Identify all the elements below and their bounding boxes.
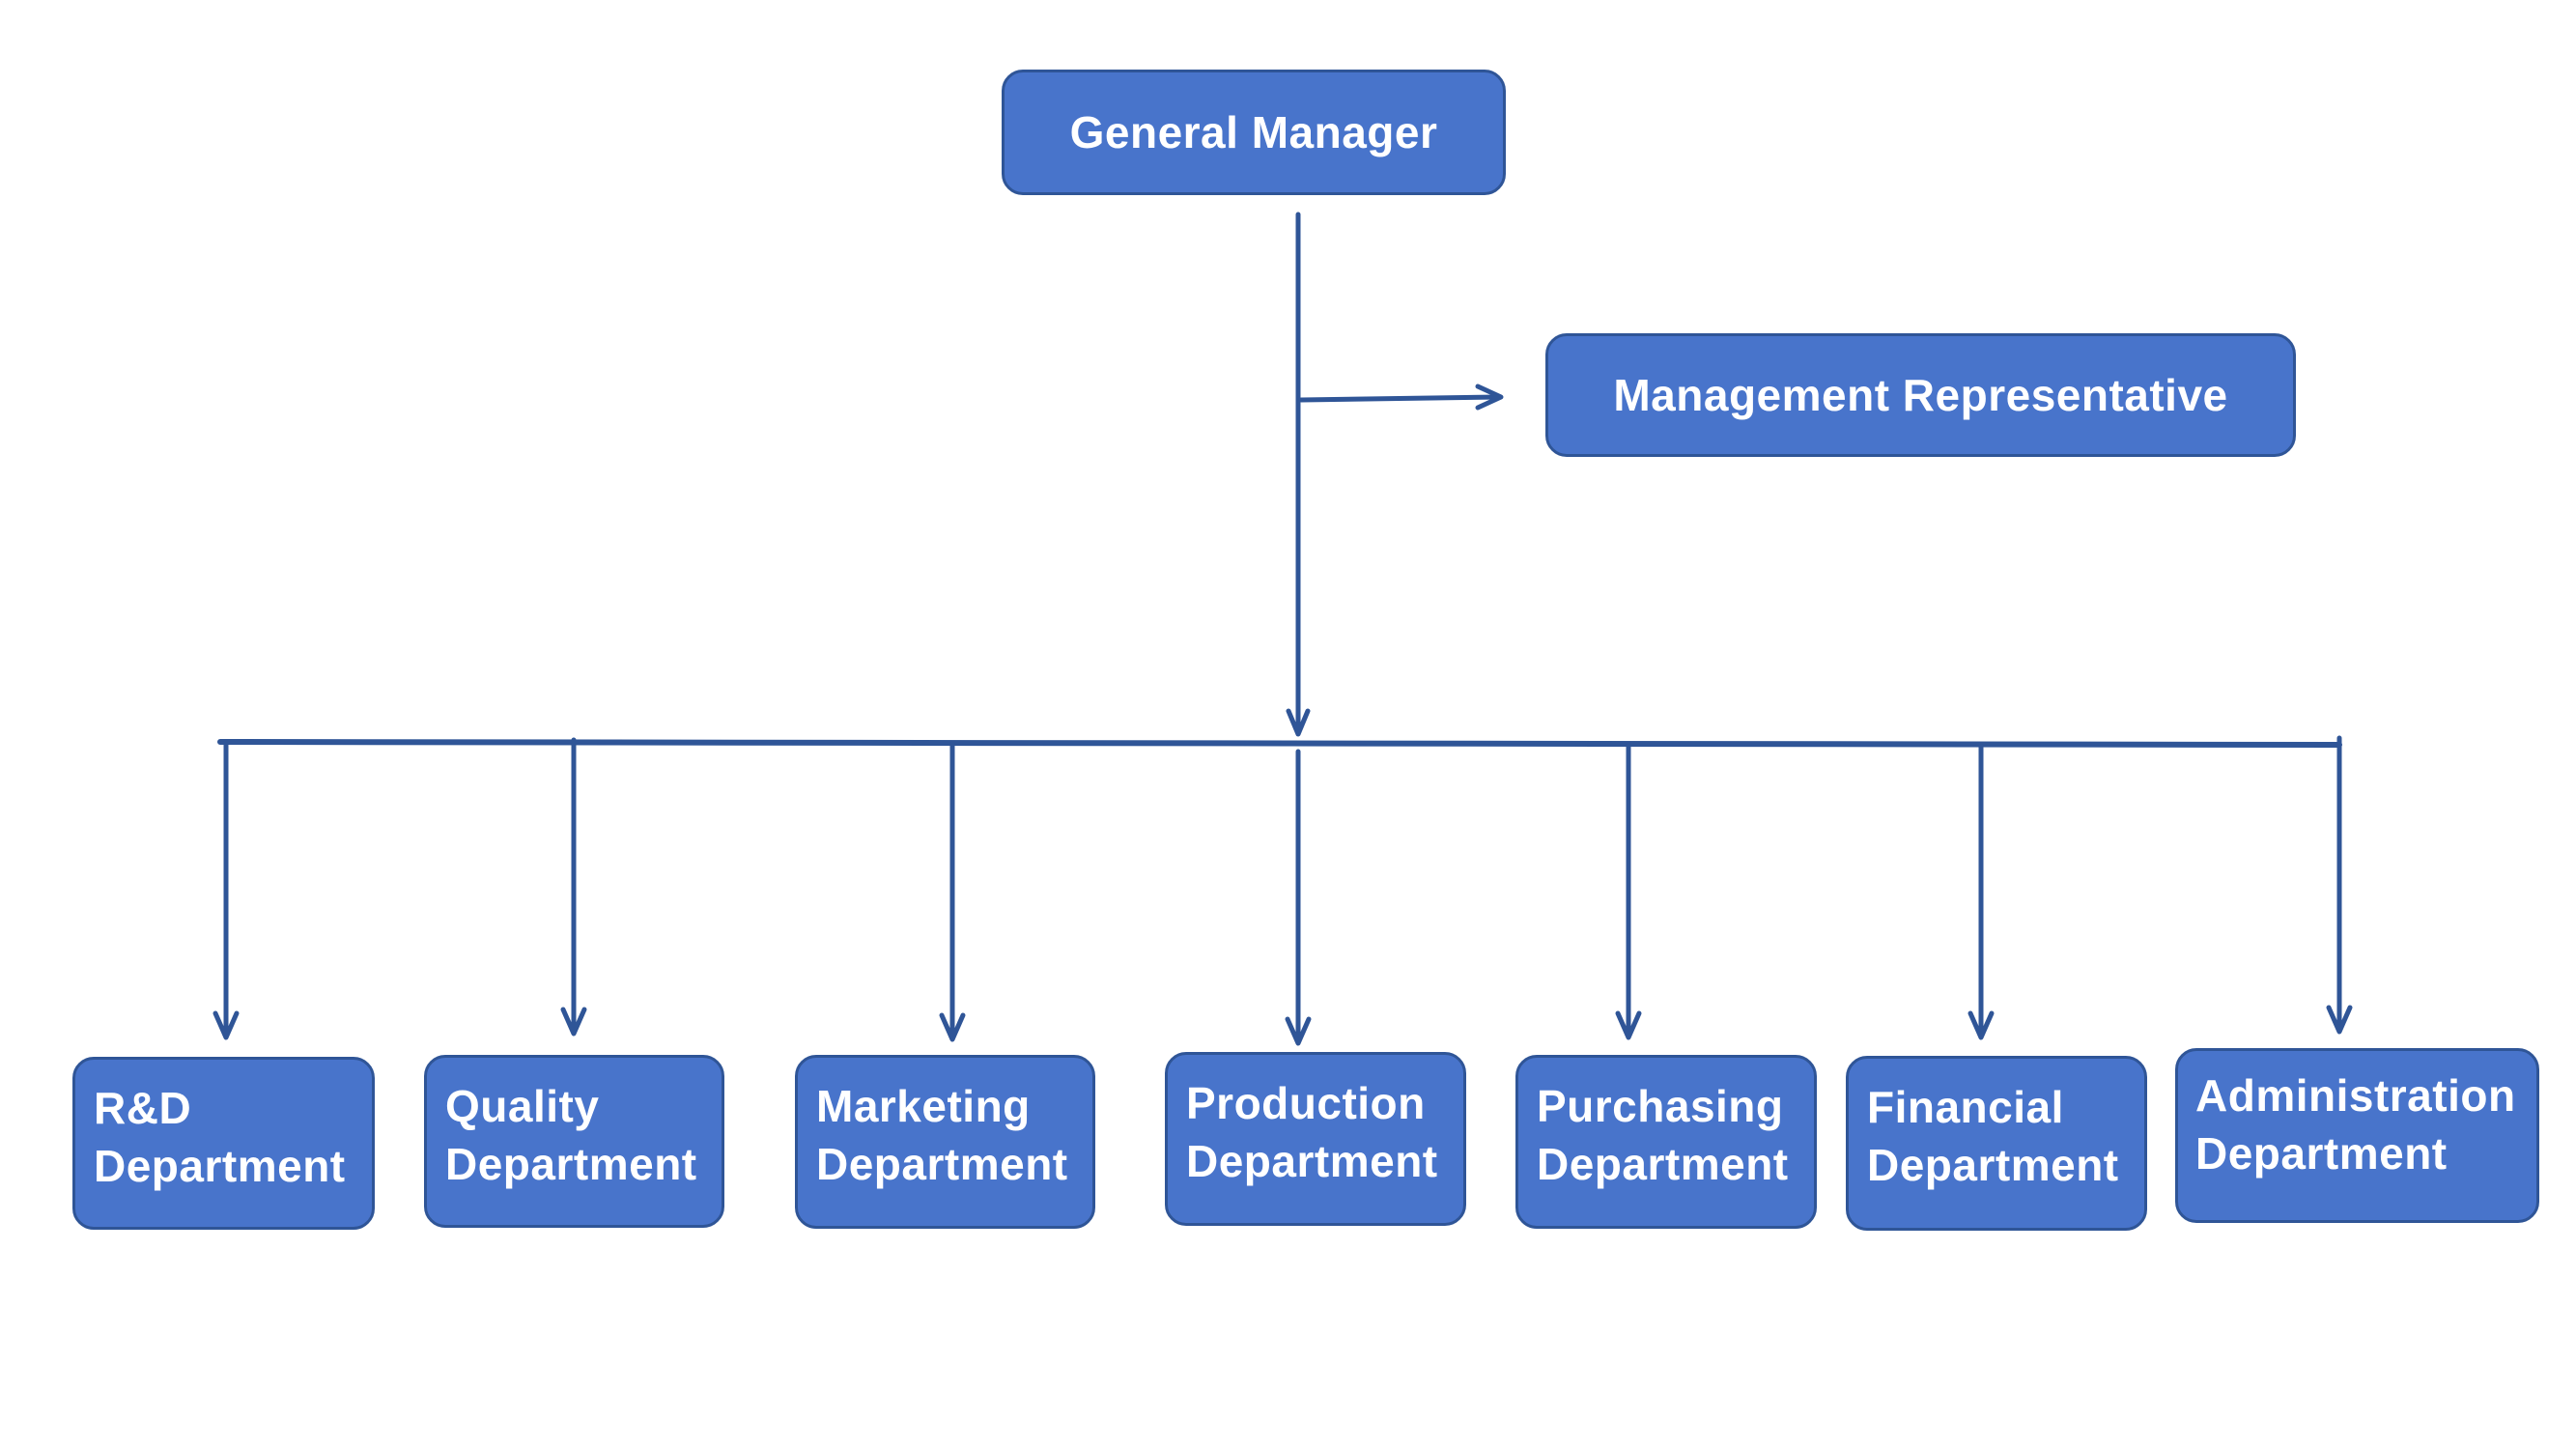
administration-department-node: Administration Department bbox=[2175, 1048, 2539, 1223]
department-bus-line bbox=[217, 739, 2342, 748]
department-label-line1: Quality bbox=[445, 1081, 600, 1131]
branch-arrowhead-production bbox=[1285, 1016, 1312, 1046]
branch-arrowhead-marketing bbox=[939, 1012, 966, 1042]
department-label-line1: Administration bbox=[2195, 1070, 2516, 1121]
purchasing-department-node: Purchasing Department bbox=[1515, 1055, 1817, 1229]
staff-branch-arrowhead bbox=[1475, 384, 1504, 411]
branch-arrowhead-financial bbox=[1967, 1010, 1995, 1040]
general-manager-label: General Manager bbox=[1069, 107, 1438, 157]
department-label-line1: Marketing bbox=[816, 1081, 1031, 1131]
branch-arrowhead-quality bbox=[560, 1007, 587, 1037]
branch-arrowhead-rd bbox=[212, 1010, 240, 1040]
trunk-arrowhead bbox=[1286, 708, 1311, 737]
department-label-line1: Production bbox=[1186, 1078, 1426, 1128]
financial-department-node: Financial Department bbox=[1846, 1056, 2147, 1231]
branch-arrowhead-purchasing bbox=[1615, 1010, 1642, 1040]
department-label-line2: Department bbox=[816, 1139, 1068, 1189]
department-label-line2: Department bbox=[1537, 1139, 1789, 1189]
department-label-line1: Purchasing bbox=[1537, 1081, 1784, 1131]
production-department-node: Production Department bbox=[1165, 1052, 1466, 1226]
rd-department-node: R&D Department bbox=[72, 1057, 375, 1230]
department-label-line2: Department bbox=[445, 1139, 697, 1189]
general-manager-node: General Manager bbox=[1002, 70, 1506, 195]
department-label-line2: Department bbox=[1867, 1140, 2119, 1190]
department-label-line1: Financial bbox=[1867, 1082, 2064, 1132]
quality-department-node: Quality Department bbox=[424, 1055, 724, 1228]
department-label-line2: Department bbox=[94, 1141, 346, 1191]
branch-arrowhead-administration bbox=[2326, 1005, 2353, 1035]
staff-branch-line bbox=[1298, 394, 1502, 403]
management-representative-node: Management Representative bbox=[1545, 333, 2296, 457]
management-representative-label: Management Representative bbox=[1613, 370, 2228, 420]
department-label-line2: Department bbox=[1186, 1136, 1438, 1186]
department-label-line2: Department bbox=[2195, 1128, 2448, 1179]
marketing-department-node: Marketing Department bbox=[795, 1055, 1095, 1229]
department-label-line1: R&D bbox=[94, 1083, 192, 1133]
